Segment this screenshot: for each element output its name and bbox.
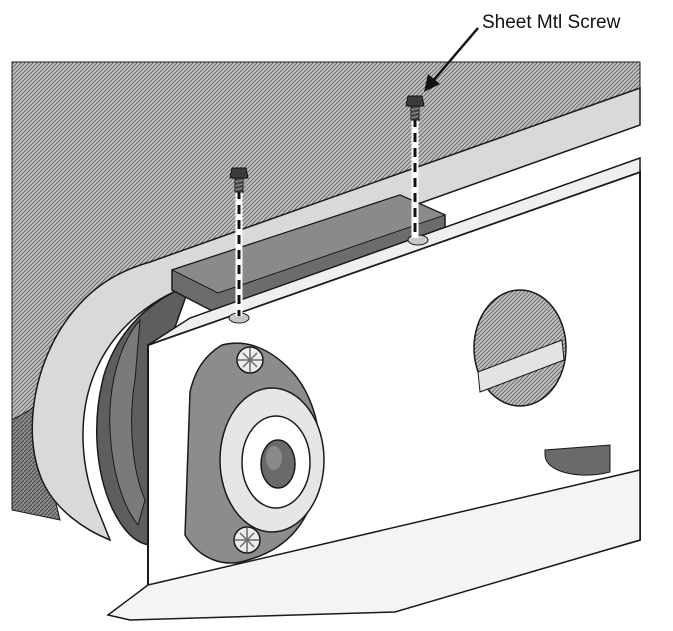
- frame-foot: [544, 444, 611, 476]
- access-hole-band: [477, 339, 565, 393]
- screw-icon: [405, 95, 425, 121]
- sheet-metal-screw-label: Sheet Mtl Screw: [482, 12, 621, 33]
- frame-top-lip: [147, 156, 641, 346]
- screw-icon: [229, 167, 249, 193]
- frame-bottom-flange: [106, 469, 641, 621]
- bolt-icon: [233, 526, 261, 554]
- pulley-highlight: [109, 318, 146, 527]
- bolt-icon: [236, 346, 264, 374]
- shaft-highlight: [266, 446, 282, 470]
- arrow-icon: [424, 27, 479, 92]
- belt-edge-band: [31, 86, 641, 542]
